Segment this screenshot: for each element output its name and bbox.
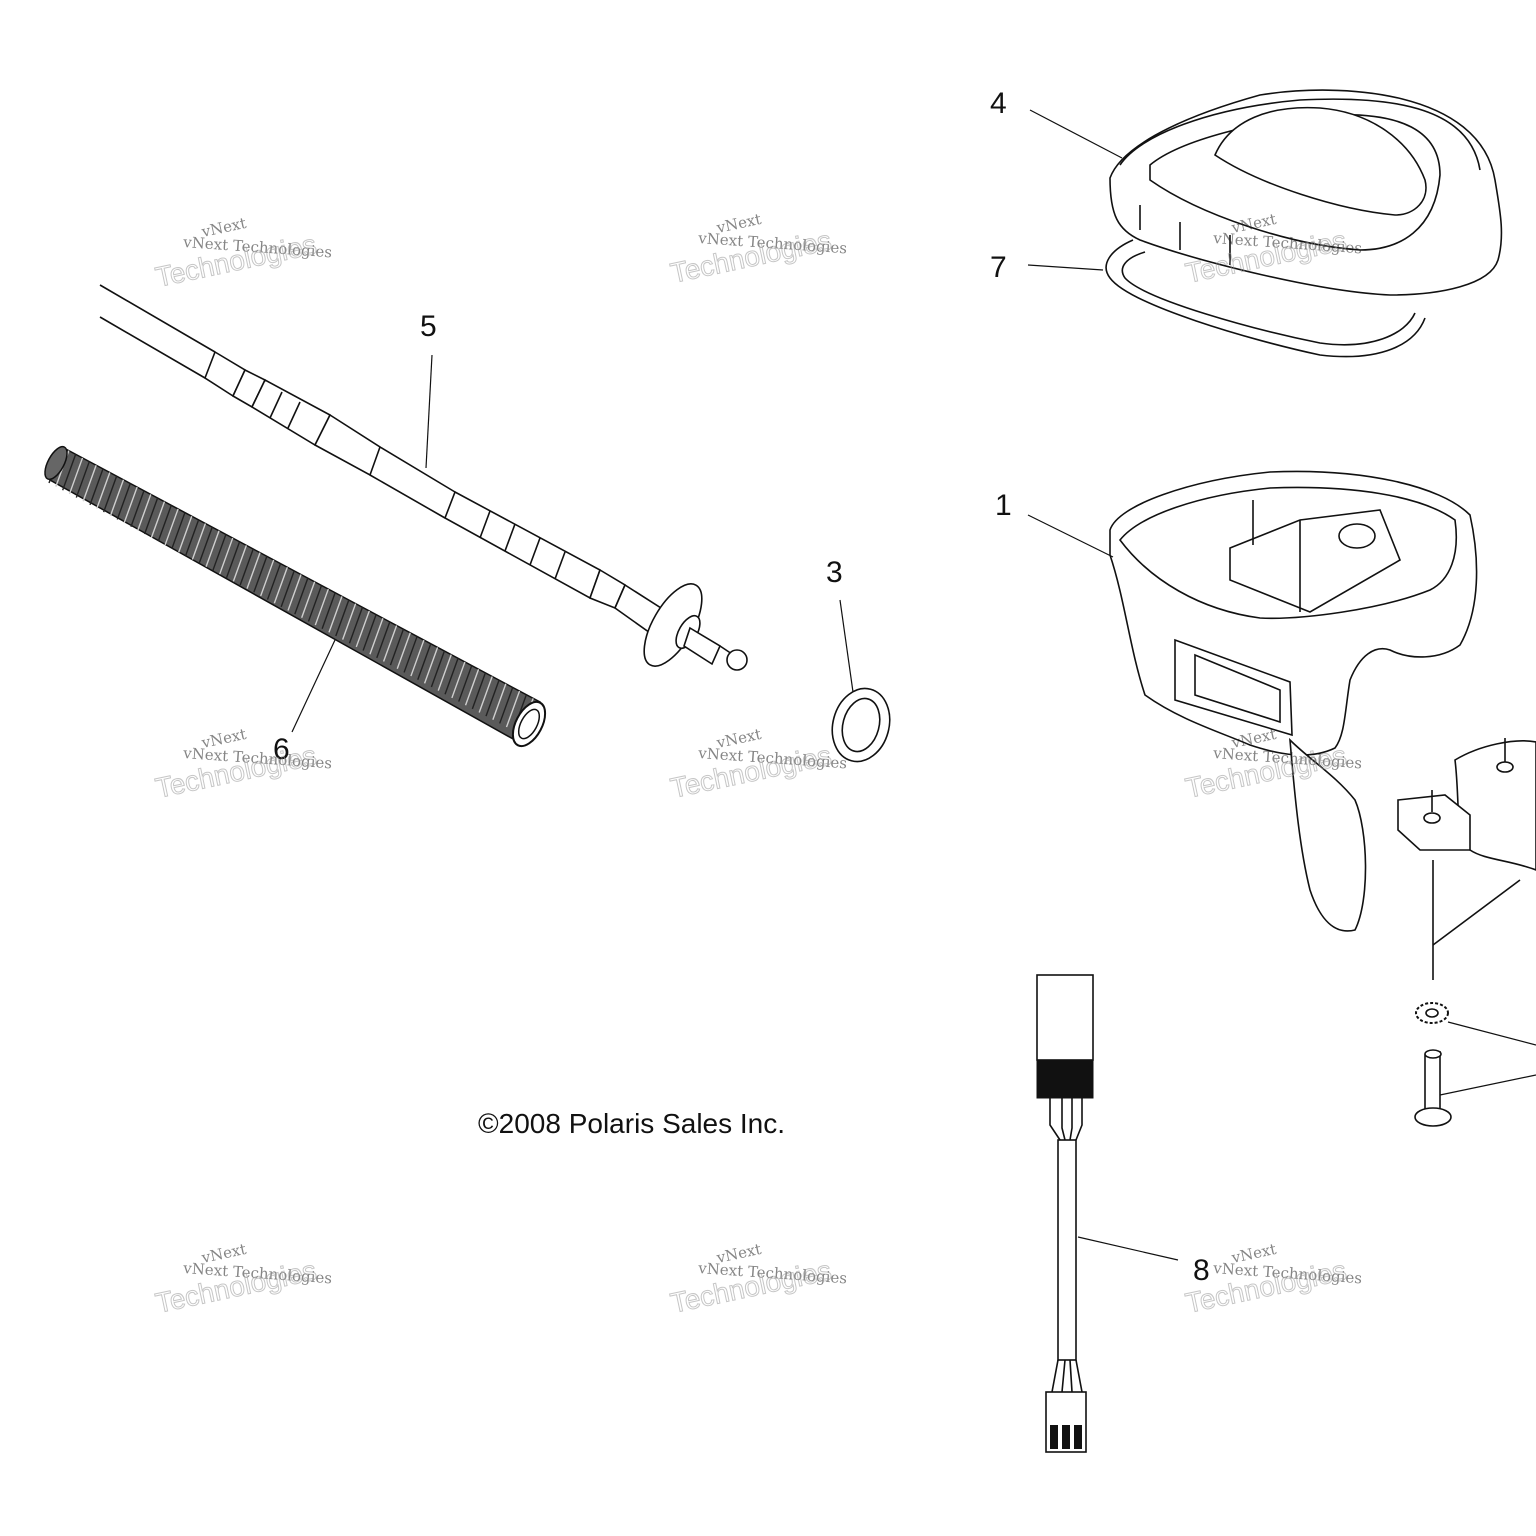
conduit-rib [396,632,411,670]
conduit-rib [471,672,487,710]
clamp-hardware [1397,738,1536,1127]
part-1-throttle-housing [1027,470,1478,932]
callout-5: 5 [420,310,437,343]
watermark: vNext vNext Technologies Technologies [667,210,847,289]
conduit-rib [178,515,193,553]
conduit-rib [253,556,268,593]
callout-3: 3 [826,556,843,589]
conduit-rib [444,658,459,695]
conduit-rib [150,501,166,538]
conduit-rib [451,661,466,699]
conduit-rib [294,577,309,615]
conduit-rib [82,464,97,502]
callout-1: 1 [995,489,1012,522]
conduit-rib [389,628,405,666]
part-5-throttle-cable [99,284,748,671]
conduit-rib [89,468,104,506]
part-7-gasket [1027,239,1426,358]
conduit-rib [102,475,118,513]
part-4-cover [1029,89,1503,296]
watermarks: vNext vNext Technologies Technologies vN… [152,210,1362,1319]
conduit-rib [376,621,391,659]
conduit-rib [184,519,200,557]
watermark: vNext vNext Technologies Technologies [667,1240,847,1319]
conduit-rib [458,665,473,702]
conduit-rib [485,679,500,717]
watermark: vNext vNext Technologies Technologies [1182,1240,1362,1319]
copyright-notice: ©2008 Polaris Sales Inc. [478,1108,785,1139]
conduit-rib [355,610,370,648]
conduit-rib [239,548,254,586]
conduit-rib [348,607,364,644]
conduit-rib [212,534,227,571]
conduit-rib [246,552,261,589]
conduit-rib [464,668,480,706]
watermark: vNext vNext Technologies Technologies [152,725,332,804]
conduit-rib [341,603,357,640]
conduit-rib [287,574,302,611]
conduit-rib [205,530,220,568]
conduit-rib [499,687,514,724]
conduit-rib [437,654,452,691]
conduit-rib [232,545,248,582]
conduit-rib [280,570,295,608]
conduit-rib [68,457,84,495]
watermark: vNext vNext Technologies Technologies [152,214,332,293]
conduit-rib [314,588,329,626]
conduit-rib [219,537,234,575]
conduit-rib [321,592,336,629]
conduit-rib [478,676,493,713]
conduit-rib [61,454,77,491]
part-3-washer [831,599,891,763]
part-6-conduit [44,445,547,748]
conduit-rib [143,497,159,535]
conduit-rib [191,523,207,560]
conduit-rib [307,585,323,622]
conduit-rib [403,636,418,673]
conduit-rib [273,566,289,604]
conduit-rib [417,643,432,680]
conduit-rib [430,650,446,688]
conduit-rib [505,690,521,728]
conduit-rib [171,512,186,549]
part-8-harness [1036,974,1179,1453]
conduit-rib [116,483,131,520]
watermark: vNext vNext Technologies Technologies [152,1240,332,1319]
conduit-rib [225,541,241,578]
conduit-rib [198,526,213,564]
conduit-rib [369,617,384,655]
watermark: vNext vNext Technologies Technologies [667,725,847,804]
conduit-rib [335,599,350,637]
conduit-rib [300,581,316,619]
conduit-rib [410,639,425,677]
callout-8: 8 [1193,1254,1210,1287]
conduit-rib [423,647,439,684]
conduit-rib [123,486,138,524]
conduit-rib [382,625,398,662]
watermark: vNext vNext Technologies Technologies [1182,210,1362,289]
conduit-rib [75,461,90,498]
conduit-rib [492,683,507,721]
conduit-rib [130,490,145,527]
callout-4: 4 [990,87,1007,120]
conduit-rib [157,505,172,542]
conduit-rib [96,472,111,509]
conduit-rib [266,563,282,600]
conduit-rib [260,559,275,597]
callout-7: 7 [990,251,1007,284]
conduit-rib [362,614,377,651]
conduit-rib [328,596,343,633]
conduit-rib [164,508,179,546]
callout-6: 6 [273,733,290,766]
conduit-rib [137,494,152,531]
conduit-rib [109,479,125,517]
